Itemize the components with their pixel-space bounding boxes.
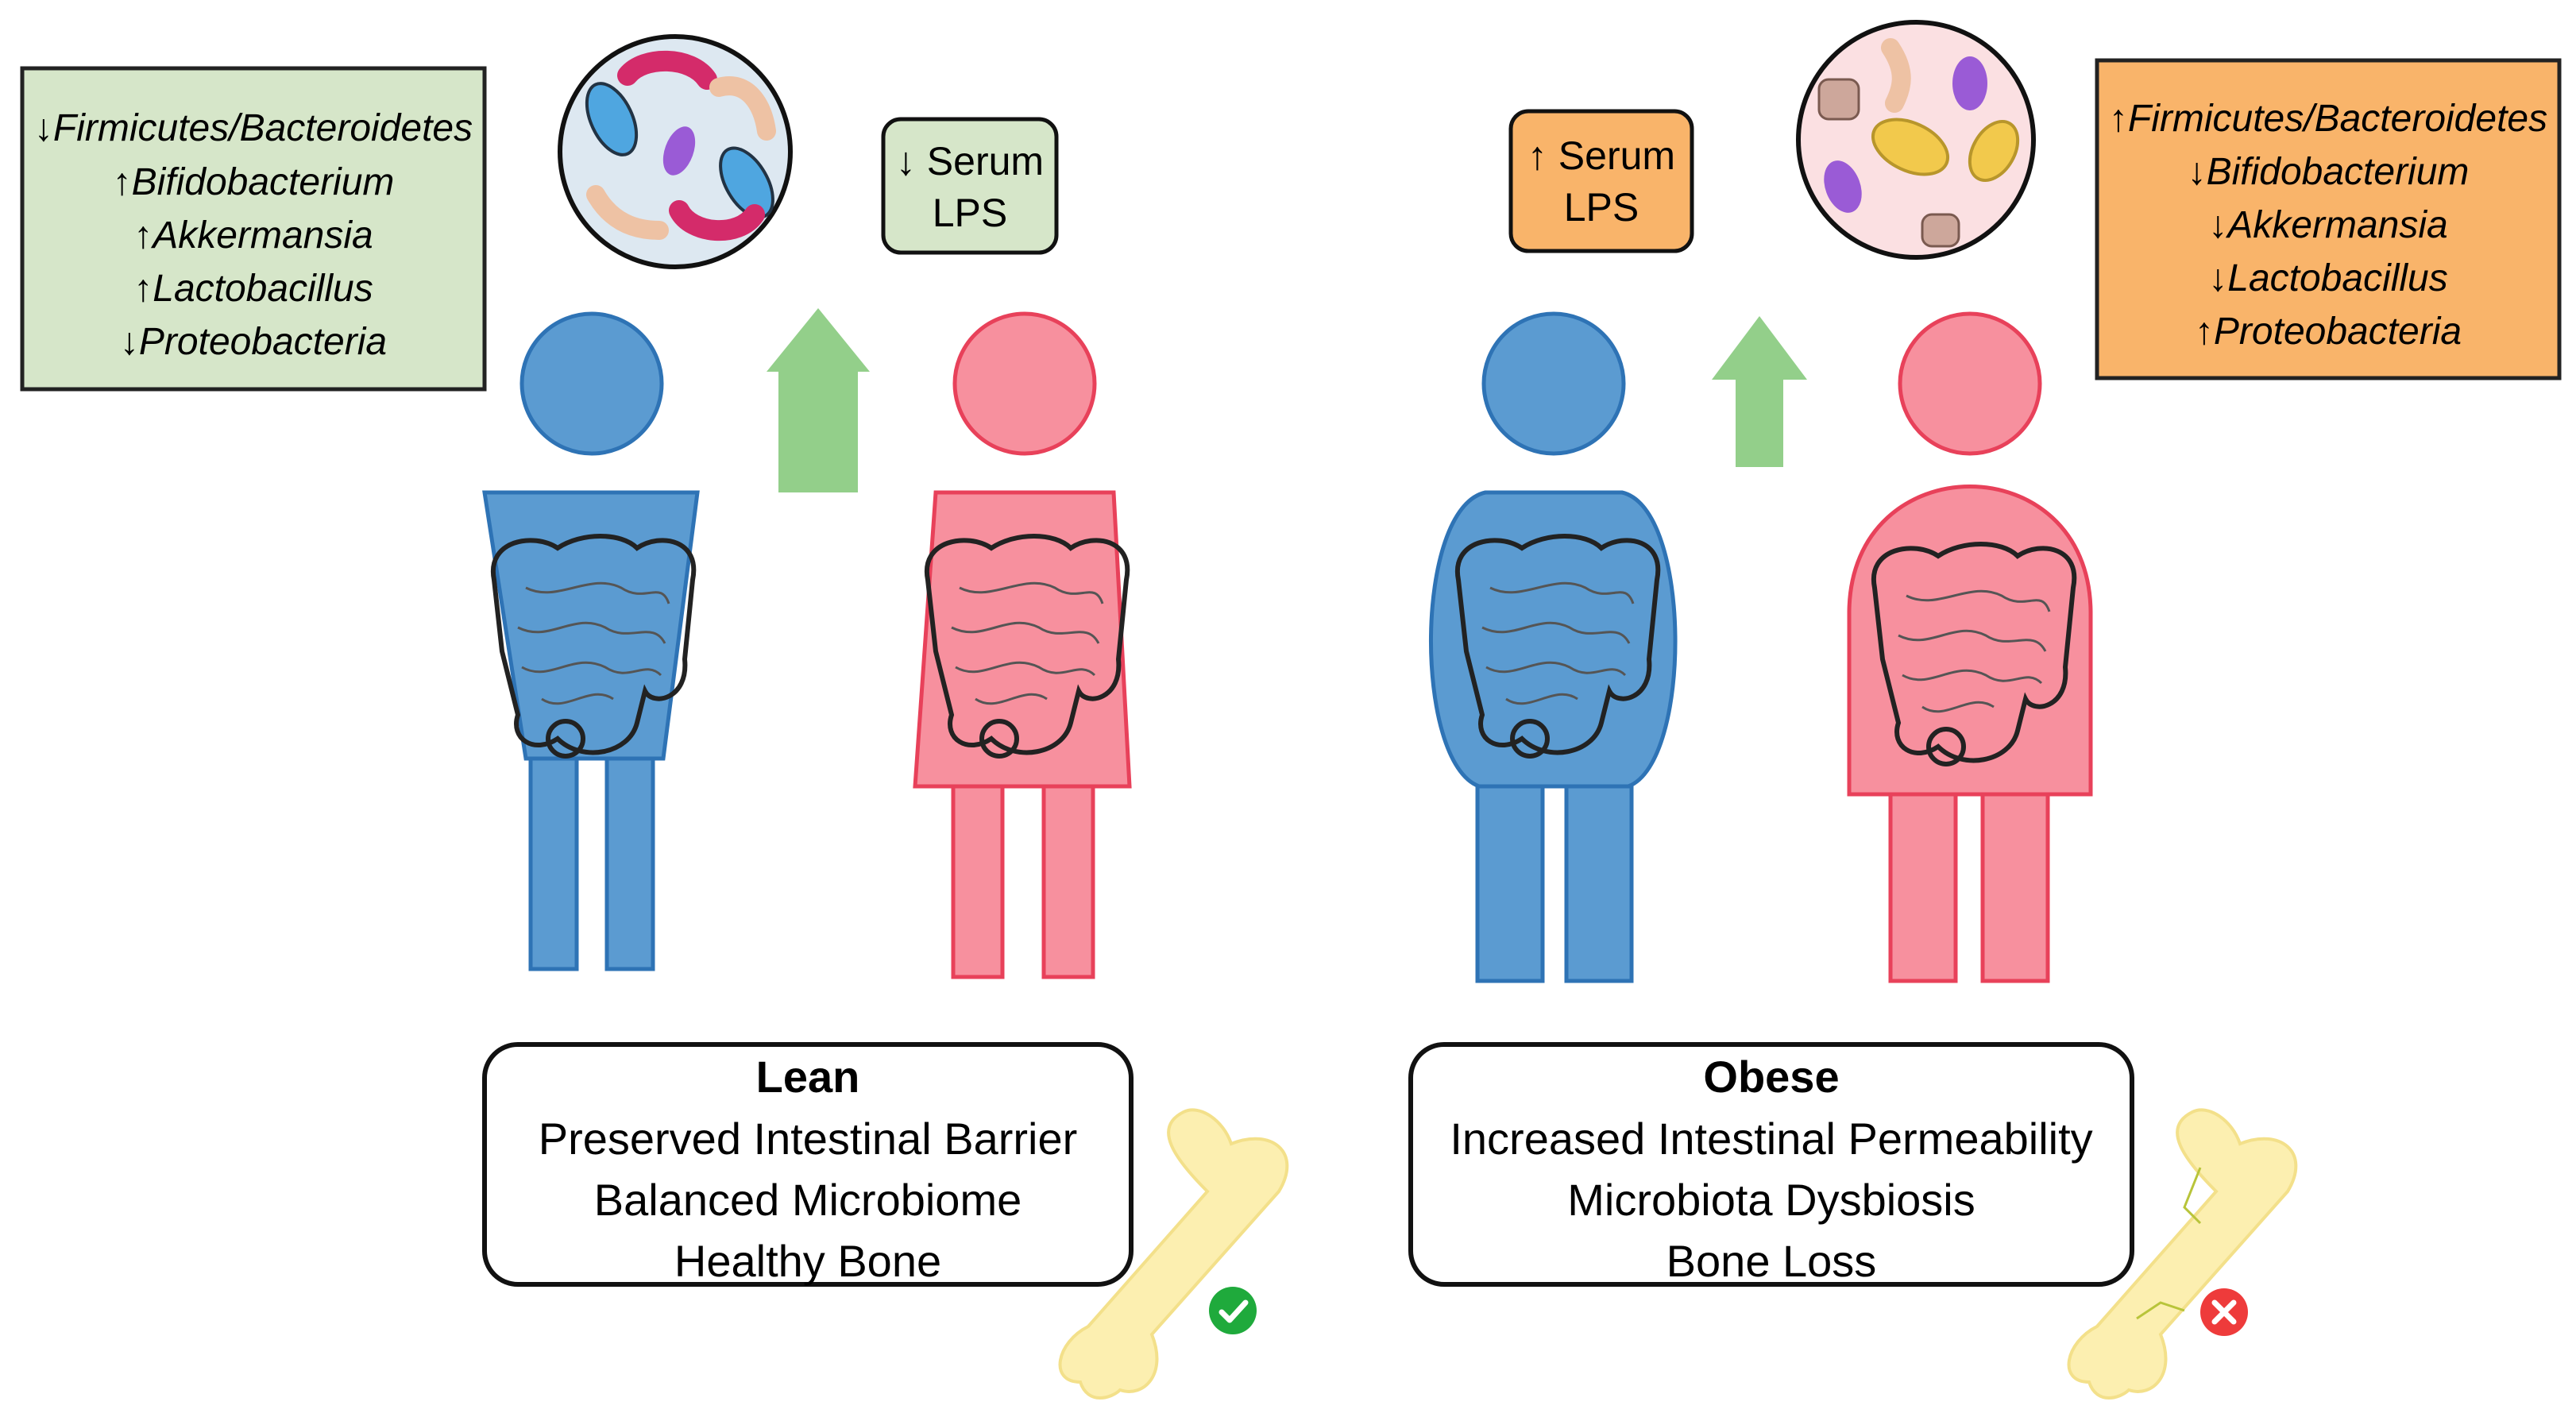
lean-bacteria-item: ↑Lactobacillus	[133, 268, 373, 310]
obese-serum-lps-box: ↑ Serum LPS	[1508, 109, 1694, 253]
blue-bacterium-icon	[719, 146, 774, 219]
obese-summary-title: Obese	[1703, 1052, 1839, 1102]
obese-male-figure	[1428, 311, 1678, 983]
obese-bacteria-item: ↓Lactobacillus	[2208, 257, 2448, 299]
bone-loss-icon	[2067, 1108, 2298, 1400]
lean-summary-title: Lean	[756, 1052, 860, 1102]
obese-bacteria-item: ↓Akkermansia	[2208, 204, 2447, 246]
lean-summary-box: Lean Preserved Intestinal Barrier Balanc…	[482, 1042, 1134, 1287]
obese-lps-label: LPS	[1564, 185, 1639, 230]
lean-microbiome-circle	[558, 34, 793, 269]
obese-summary-line: Microbiota Dysbiosis	[1567, 1175, 1975, 1225]
healthy-bone-icon	[1058, 1108, 1289, 1400]
lean-bacteria-item: ↓Proteobacteria	[120, 321, 387, 363]
lean-bacteria-box: ↓Firmicutes/Bacteroidetes ↑Bifidobacteri…	[20, 66, 487, 392]
blue-bacterium-icon	[585, 82, 639, 156]
obese-summary-line: Increased Intestinal Permeability	[1450, 1114, 2092, 1164]
lean-summary-line: Balanced Microbiome	[594, 1175, 1022, 1225]
obese-summary-line: Bone Loss	[1666, 1236, 1877, 1286]
obese-female-figure	[1847, 311, 2093, 983]
obese-up-arrow-icon	[1712, 316, 1807, 467]
obese-bacteria-box: ↑Firmicutes/Bacteroidetes ↓Bifidobacteri…	[2095, 58, 2562, 380]
lean-bacteria-item: ↑Akkermansia	[133, 214, 373, 257]
red-bacterium-icon	[617, 50, 717, 90]
obese-bacteria-item: ↑Proteobacteria	[2195, 311, 2462, 353]
lean-summary-line: Preserved Intestinal Barrier	[539, 1114, 1078, 1164]
lean-bacteria-item: ↑Bifidobacterium	[113, 161, 395, 203]
obese-summary-box: Obese Increased Intestinal Permeability …	[1408, 1042, 2134, 1287]
yellow-bacterium-icon	[1871, 118, 1950, 176]
fracture-lines	[2136, 1167, 2202, 1320]
purple-bacterium-icon	[1952, 56, 1987, 110]
tan-cell-icon	[1921, 213, 1960, 248]
purple-bacterium-icon	[1824, 160, 1862, 213]
tan-cell-icon	[1817, 78, 1860, 121]
lean-female-figure	[913, 311, 1132, 979]
tan-bacterium-icon	[586, 185, 669, 240]
lean-up-arrow-icon	[767, 308, 870, 492]
obese-bacteria-item: ↓Bifidobacterium	[2188, 151, 2470, 193]
lean-bacteria-item: ↓Firmicutes/Bacteroidetes	[34, 107, 473, 149]
tan-bacterium-icon	[1881, 38, 1911, 113]
lean-serum-lps-box: ↓ Serum LPS	[881, 117, 1059, 255]
lean-lps-label: LPS	[933, 191, 1008, 235]
check-icon	[1209, 1287, 1257, 1334]
lean-serum-label: ↓ Serum	[896, 139, 1044, 183]
yellow-bacterium-icon	[1968, 120, 2020, 182]
tan-bacterium-icon	[709, 76, 776, 141]
lean-male-figure	[482, 311, 700, 971]
obese-microbiome-circle	[1796, 20, 2036, 260]
obese-bacteria-item: ↑Firmicutes/Bacteroidetes	[2109, 98, 2547, 140]
obese-serum-label: ↑ Serum	[1527, 133, 1675, 178]
red-bacterium-icon	[669, 200, 765, 241]
purple-bacterium-icon	[662, 126, 696, 176]
lean-summary-line: Healthy Bone	[674, 1236, 941, 1286]
